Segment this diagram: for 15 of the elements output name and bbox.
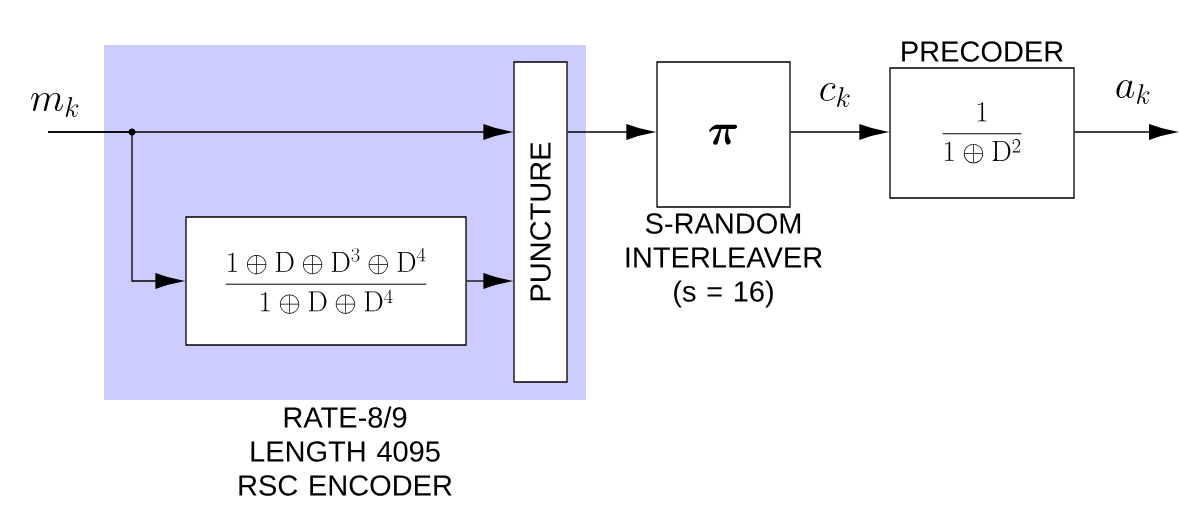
transfer-function-box: $\frac{1\oplus\mathrm{D}\oplus\mathrm{D}^3\oplus\mathrm{D}^4}{1\oplus\mathrm{D}\oplus\mathrm{D}^4}$ (185, 216, 467, 346)
arrow (1074, 124, 1176, 140)
edge-label: $c_k$ (820, 82, 850, 107)
edge-label: $m_k$ (31, 92, 79, 117)
arrow (466, 273, 511, 289)
caption-text: S-RANDOM INTERLEAVER (s = 16) (626, 213, 822, 308)
caption-text: PRECODER (902, 41, 1063, 62)
arrow (790, 124, 887, 140)
puncture-box: PUNCTURE (513, 61, 568, 383)
arrow (567, 124, 654, 140)
interleaver-box: $\boldsymbol{\pi}$ (656, 61, 791, 208)
arrow (47, 131, 183, 289)
precoder-box: $\frac{1}{1\oplus\mathrm{D}^2}$ (889, 67, 1075, 199)
node-label: RATE-8/9 LENGTH 4095 RSC ENCODER (239, 406, 452, 496)
edge-label: $a_k$ (1116, 79, 1150, 104)
